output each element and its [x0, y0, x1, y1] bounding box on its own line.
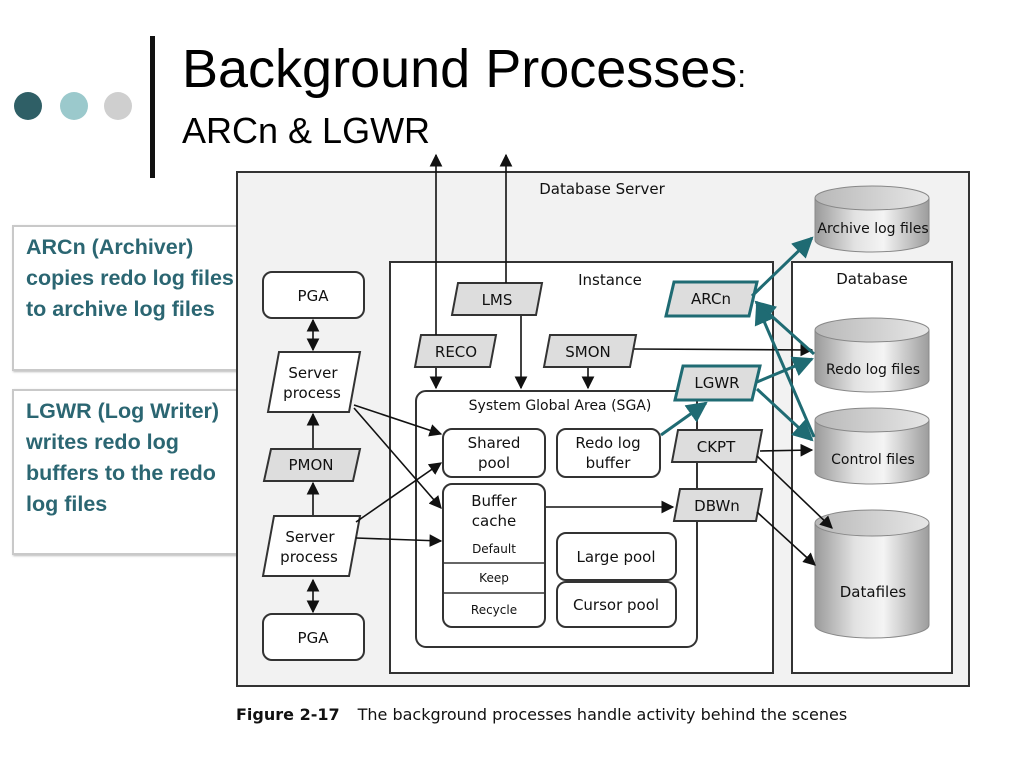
smon-label: SMON: [565, 343, 611, 361]
redo-log-buffer-line2: buffer: [586, 454, 632, 472]
figure-caption: Figure 2-17 The background processes hand…: [236, 705, 847, 724]
server-process-2-shape: [261, 515, 362, 577]
instance-label: Instance: [578, 271, 642, 289]
arrow-server1-shared-pool: [353, 404, 443, 437]
control-files-label: Control files: [831, 452, 915, 468]
buffer-cache-line2: cache: [472, 512, 516, 530]
reco-label: RECO: [435, 343, 477, 361]
pga-top-label: PGA: [298, 287, 330, 305]
teal-arrow-arcn-archive: [750, 236, 814, 298]
database-server-label: Database Server: [539, 180, 665, 198]
server-process-1-line1: Server: [288, 364, 338, 382]
bullet-dot-light: [60, 92, 88, 120]
server-process-2-line2: process: [280, 548, 338, 566]
slide-title: Background Processes:: [182, 39, 747, 99]
title-divider: [150, 36, 155, 178]
arcn-label: ARCn: [691, 290, 731, 308]
slide-subtitle: ARCn & LGWR: [182, 110, 431, 151]
figure-number: Figure 2-17: [236, 705, 340, 724]
bullet-dot-gray: [104, 92, 132, 120]
large-pool-label: Large pool: [576, 548, 655, 566]
pmon-label: PMON: [288, 456, 333, 474]
shared-pool-box: [442, 428, 546, 478]
lgwr-note: LGWR (Log Writer) writes redo log buffer…: [12, 389, 252, 555]
buffer-pool-keep: Keep: [479, 571, 509, 585]
arrow-ckpt-datafiles: [756, 455, 833, 529]
lms-label: LMS: [482, 291, 513, 309]
arrow-smon-redo-log-files: [633, 343, 814, 357]
archive-log-files-label: Archive log files: [817, 221, 928, 237]
cursor-pool-box: [556, 581, 677, 628]
cursor-pool-label: Cursor pool: [573, 596, 659, 614]
server-process-1-shape: [266, 351, 362, 413]
reco-shape: [413, 334, 498, 368]
figure-caption-text: The background processes handle activity…: [357, 705, 848, 724]
teal-arrow-lgwr-redo-files: [756, 356, 814, 384]
database-server-diagram: Database Server Instance Database System…: [236, 153, 970, 687]
arrow-server2-buffer-cache: [355, 534, 443, 547]
archive-log-files-cylinder: Archive log files: [814, 185, 930, 253]
arrow-server2-shared-pool: [355, 462, 443, 523]
redo-log-buffer-box: [556, 428, 661, 478]
arcn-note: ARCn (Archiver) copies redo log files to…: [12, 225, 250, 371]
lms-shape: [450, 282, 544, 316]
buffer-pool-default: Default: [472, 542, 516, 556]
redo-log-buffer-line1: Redo log: [575, 434, 640, 452]
database-label: Database: [836, 270, 908, 288]
server-process-1-line2: process: [283, 384, 341, 402]
dbwn-shape: [672, 488, 764, 522]
buffer-cache-line1: Buffer: [471, 492, 517, 510]
redo-log-files-cylinder: Redo log files: [814, 317, 930, 393]
buffer-pool-recycle: Recycle: [471, 603, 517, 617]
arrow-dbwn-datafiles: [756, 511, 816, 566]
shared-pool-line2: pool: [478, 454, 510, 472]
arrow-server1-buffer-cache: [353, 407, 442, 509]
buffer-cache-box: [442, 483, 546, 628]
ckpt-label: CKPT: [697, 438, 736, 456]
pga-bottom-label: PGA: [298, 629, 330, 647]
arcn-shape: [664, 280, 759, 318]
control-files-cylinder: Control files: [814, 407, 930, 485]
lgwr-label: LGWR: [694, 374, 739, 392]
arrow-ckpt-control-files: [759, 443, 814, 457]
redo-log-files-label: Redo log files: [826, 362, 920, 378]
lgwr-shape: [673, 364, 762, 402]
pga-bottom-box: [262, 613, 365, 661]
smon-shape: [542, 334, 638, 368]
dbwn-label: DBWn: [694, 497, 740, 515]
pga-top-box: [262, 271, 365, 319]
teal-arrow-lgwr-control-files: [755, 387, 814, 442]
bullet-dot-dark: [14, 92, 42, 120]
sga-label: System Global Area (SGA): [469, 398, 652, 414]
teal-arrow-redo-buffer-lgwr: [660, 401, 708, 437]
ckpt-shape: [670, 429, 764, 463]
shared-pool-line1: Shared: [468, 434, 521, 452]
pmon-shape: [262, 448, 362, 482]
datafiles-label: Datafiles: [840, 583, 907, 601]
large-pool-box: [556, 532, 677, 581]
datafiles-cylinder: Datafiles: [814, 509, 930, 639]
server-process-2-line1: Server: [285, 528, 335, 546]
